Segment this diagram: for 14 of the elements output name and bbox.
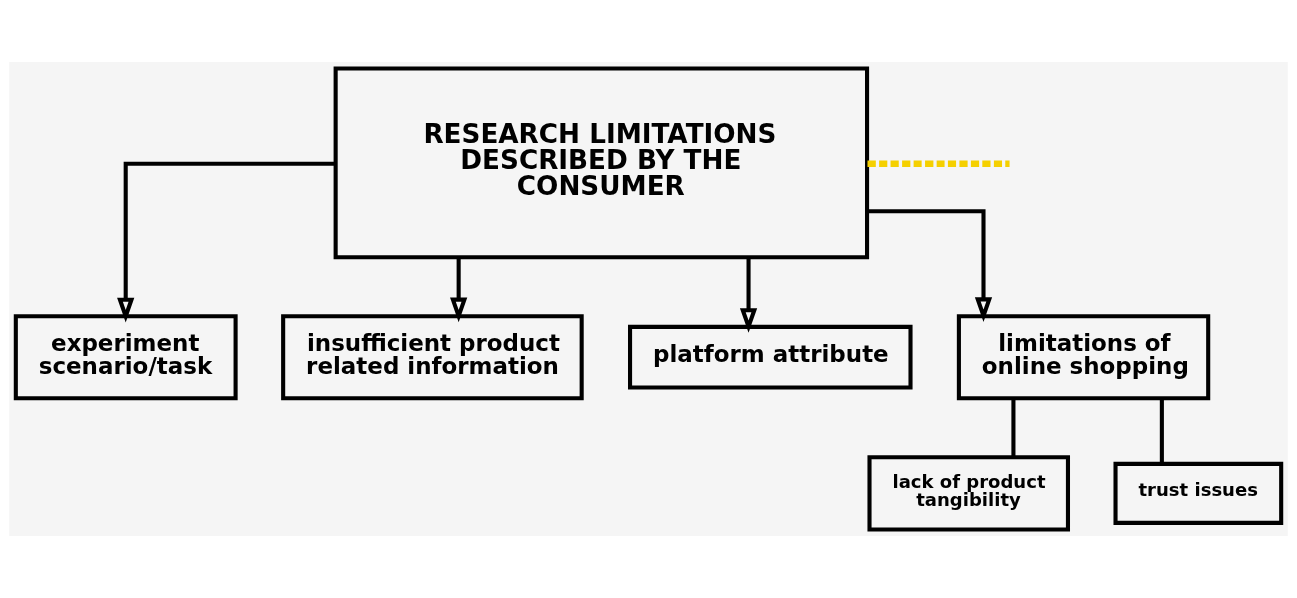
arrow: [867, 209, 993, 322]
connector: [867, 160, 1010, 167]
connector: [1159, 398, 1164, 464]
node-box: platform attribute: [628, 324, 913, 390]
arrow: [739, 257, 758, 333]
node-box: trust issues: [1113, 461, 1284, 525]
node-box: limitations of online shopping: [956, 314, 1211, 401]
connector: [1011, 398, 1016, 458]
arrow: [117, 161, 335, 323]
node-box: experiment scenario/task: [13, 314, 238, 401]
node-box: lack of product tangibility: [867, 455, 1070, 532]
arrow: [450, 257, 468, 323]
node-box: RESEARCH LIMITATIONS DESCRIBED BY THE CONSUMER: [333, 66, 870, 260]
node-box: insufficient product related information: [281, 314, 584, 401]
